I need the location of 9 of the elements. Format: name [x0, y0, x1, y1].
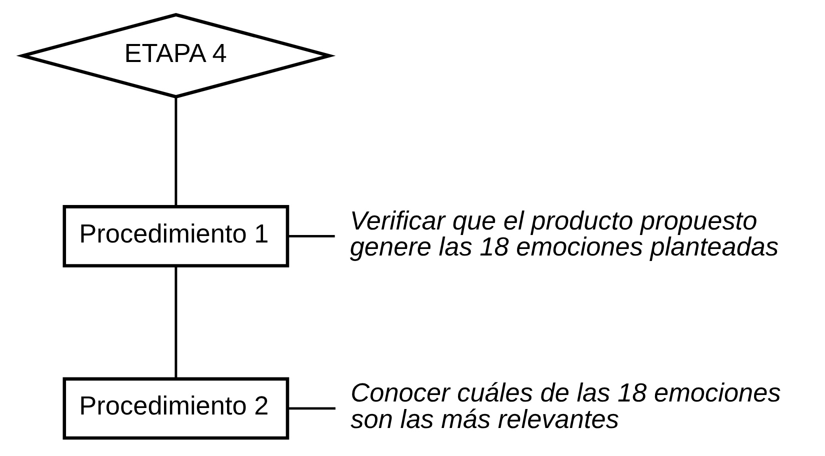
connector: [174, 97, 177, 206]
node-box: Procedimiento 1: [62, 205, 289, 268]
node-text: Conocer cuáles de las 18 emociones son las más relevantes: [350, 378, 780, 434]
node-box: Procedimiento 2: [62, 377, 289, 440]
connector: [174, 266, 177, 379]
connector: [288, 407, 335, 410]
node-text: Verificar que el producto propuesto genere las 18 emociones planteadas: [349, 205, 778, 262]
node-diamond: ETAPA 4: [16, 13, 336, 98]
connector: [287, 234, 334, 238]
